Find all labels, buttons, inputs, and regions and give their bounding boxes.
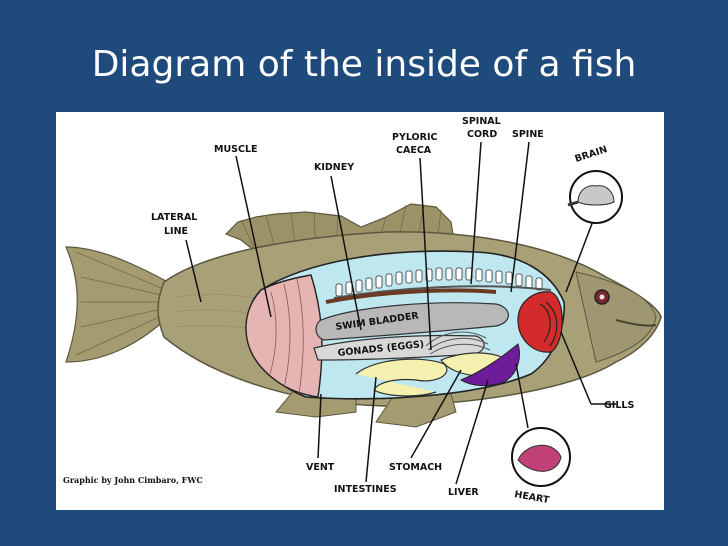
intestines-label: INTESTINES bbox=[334, 484, 397, 495]
slide-title: Diagram of the inside of a fish bbox=[91, 44, 637, 85]
brain-label: BRAIN bbox=[574, 144, 609, 165]
fish-diagram-panel: SWIM BLADDER GONADS (EGGS) MUSCLE bbox=[56, 112, 664, 510]
vent-label: VENT bbox=[306, 462, 335, 473]
graphic-credit: Graphic by John Cimbaro, FWC bbox=[63, 475, 203, 485]
brain bbox=[577, 185, 615, 206]
liver-label: LIVER bbox=[448, 487, 479, 498]
heart-label: HEART bbox=[513, 489, 550, 506]
pyloric-caeca-label: PYLORIC bbox=[392, 132, 437, 143]
spinal-cord bbox=[333, 285, 552, 299]
spine bbox=[335, 267, 543, 297]
stomach-label: STOMACH bbox=[389, 462, 442, 473]
swim-bladder bbox=[315, 302, 509, 341]
spine-label: SPINE bbox=[512, 129, 544, 140]
kidney bbox=[325, 288, 497, 304]
muscle-label: MUSCLE bbox=[214, 144, 258, 155]
heart bbox=[517, 444, 562, 472]
liver bbox=[459, 343, 520, 387]
spinal-cord-label-2: CORD bbox=[467, 129, 497, 140]
tail-fin bbox=[65, 246, 169, 363]
lateral-line-label-2: LINE bbox=[164, 226, 188, 237]
fish-diagram: SWIM BLADDER GONADS (EGGS) MUSCLE bbox=[65, 116, 662, 506]
muscle bbox=[245, 274, 323, 398]
gills-label: GILLS bbox=[604, 400, 634, 411]
mouth bbox=[615, 319, 657, 327]
spinal-cord-label: SPINAL bbox=[462, 116, 501, 127]
lateral-line-label: LATERAL bbox=[151, 212, 197, 223]
intestines bbox=[355, 358, 448, 397]
pyloric-caeca-label-2: CAECA bbox=[396, 145, 432, 156]
kidney-label: KIDNEY bbox=[314, 162, 354, 173]
